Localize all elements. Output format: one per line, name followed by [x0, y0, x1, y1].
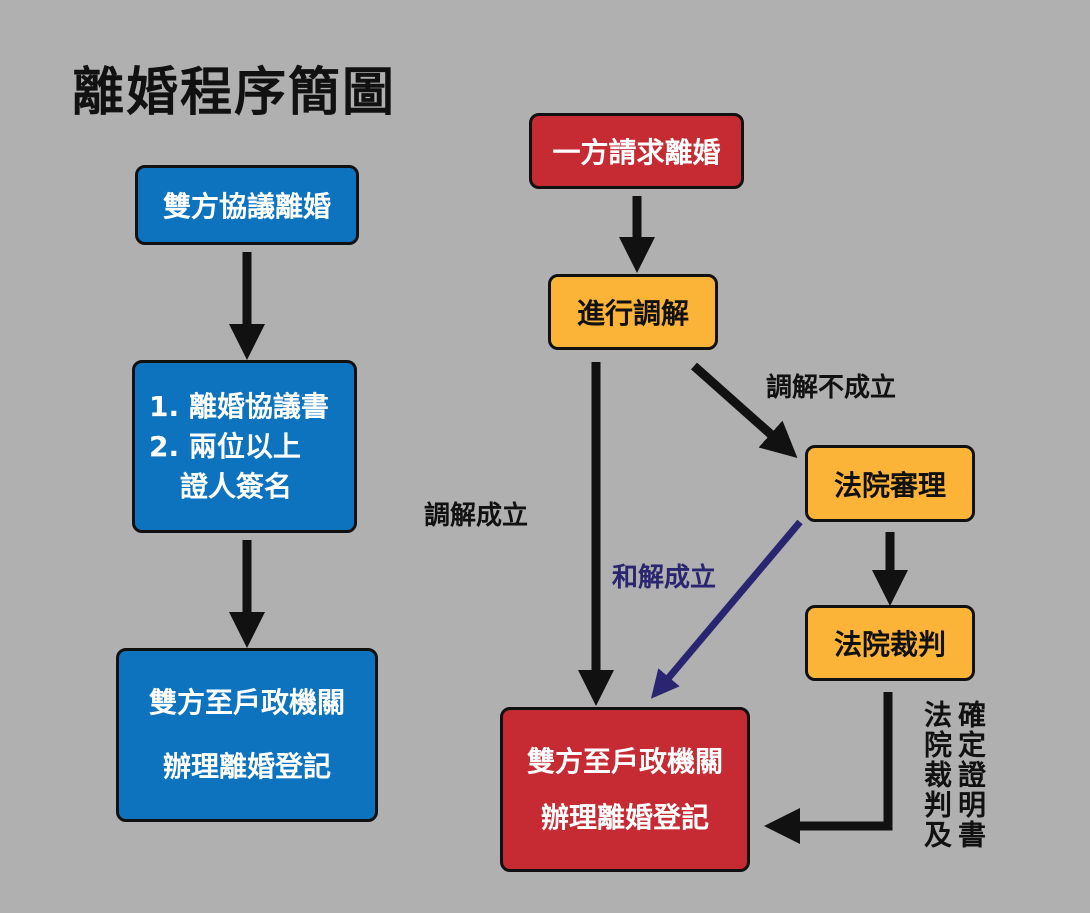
settlement-label: 和解成立	[612, 563, 717, 593]
mutual-agreement-node: 雙方協議離婚	[135, 165, 359, 245]
mutual-agreement-label: 雙方協議離婚	[162, 190, 331, 223]
mediation-fail-label: 調解不成立	[766, 373, 897, 403]
arrow-judgment-to-register	[764, 692, 893, 844]
mediation-node: 進行調解	[548, 274, 718, 350]
right-registration-node: 雙方至戶政機關 辦理離婚登記	[500, 707, 750, 872]
arrow-trial-to-register-settle	[650, 519, 803, 699]
arrow-mediation-to-trial	[691, 362, 798, 458]
unilateral-request-node: 一方請求離婚	[529, 113, 744, 189]
requirement-witnesses: 2. 兩位以上	[149, 429, 301, 463]
court-trial-label: 法院審理	[833, 468, 946, 502]
court-judgment-label: 法院裁判	[833, 628, 946, 661]
left-registration-node: 雙方至戶政機關 辦理離婚登記	[116, 648, 378, 822]
mediation-label: 進行調解	[576, 297, 689, 330]
mediation-success-label: 調解成立	[424, 501, 529, 531]
page-title: 離婚程序簡圖	[72, 63, 397, 123]
requirements-node: 1. 離婚協議書 2. 兩位以上 證人簽名	[132, 360, 357, 533]
confirmation-label-col1: 確定證明書	[954, 700, 987, 850]
unilateral-request-label: 一方請求離婚	[552, 136, 721, 169]
right-registration-line1: 雙方至戶政機關	[526, 744, 723, 778]
requirement-witnesses-sign: 證人簽名	[180, 469, 293, 503]
left-registration-line2: 辦理離婚登記	[162, 750, 331, 783]
requirement-agreement: 1. 離婚協議書	[149, 389, 329, 423]
court-trial-node: 法院審理	[805, 445, 975, 522]
right-registration-line2: 辦理離婚登記	[540, 800, 709, 834]
court-judgment-node: 法院裁判	[805, 605, 975, 681]
confirmation-label-col2: 法院裁判及	[920, 700, 953, 850]
left-registration-line1: 雙方至戶政機關	[148, 686, 345, 719]
